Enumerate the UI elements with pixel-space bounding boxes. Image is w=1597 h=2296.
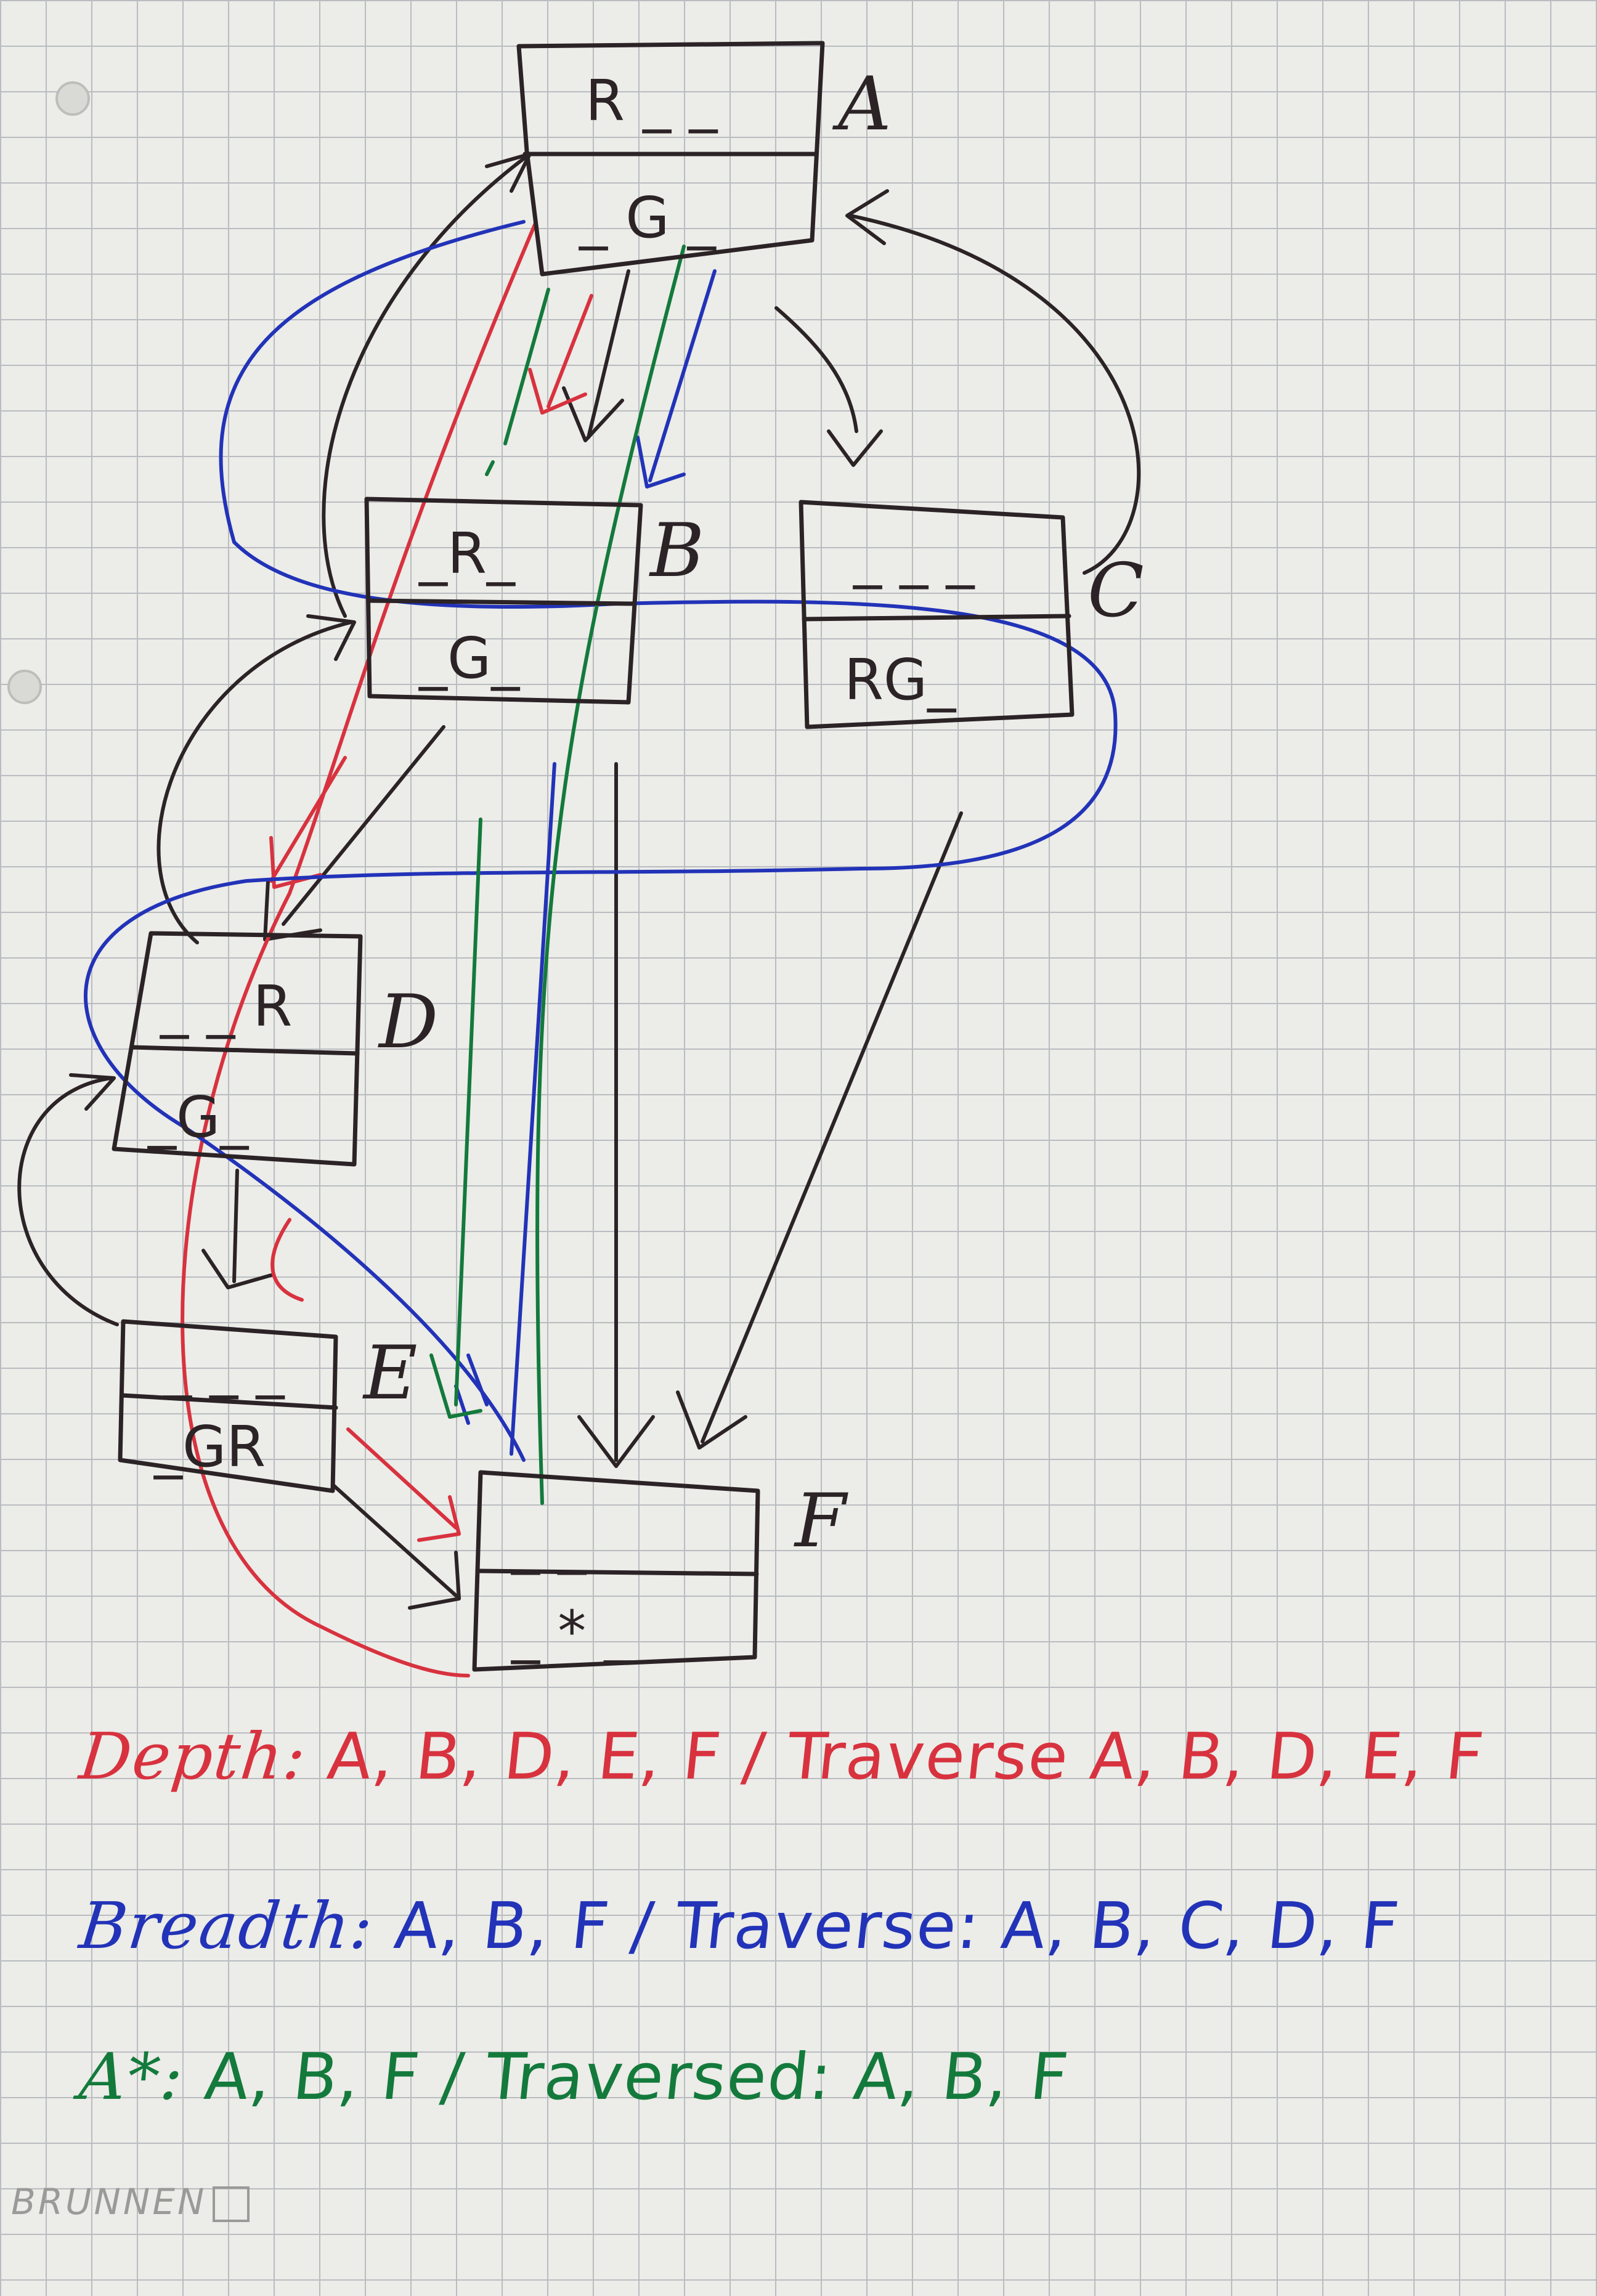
legend-depth-traverse: A, B, D, E, F	[1086, 1719, 1489, 1794]
node-a-top-cells: R _ _	[585, 68, 718, 134]
node-f: _ _ _ * _ F	[472, 1470, 848, 1672]
edge-c-to-f	[701, 811, 963, 1443]
arrowhead-c-to-a	[845, 189, 889, 245]
legend-breadth-label: Breadth:	[76, 1888, 378, 1963]
node-c-bottom-cells: RG_	[844, 647, 956, 713]
node-b-top-cells: _R_	[418, 521, 516, 586]
node-e: _ _ _ _GR E	[118, 1319, 418, 1493]
node-c: _ _ _ RG_ C	[798, 500, 1144, 729]
breadth-search-path	[84, 220, 1118, 1462]
astar-arrow-b-f	[429, 817, 482, 1419]
edge-b-to-a	[322, 152, 532, 618]
legend-astar-result: A, B, F	[201, 2039, 425, 2114]
node-c-label: C	[1087, 548, 1144, 634]
node-a-bottom-cells: _ G _	[579, 185, 717, 251]
legend-breadth: Breadth: A, B, F / Traverse: A, B, C, D,…	[76, 1888, 1404, 1963]
paper-brand-text: BRUNNEN	[11, 2181, 207, 2223]
edge-c-to-a	[848, 214, 1141, 575]
breadth-path-line	[84, 220, 1118, 1462]
node-b: _R_ _G_ B	[364, 497, 704, 705]
legend-breadth-result: A, B, F	[391, 1888, 614, 1963]
binder-hole	[55, 81, 90, 116]
arrowhead-e-to-d	[69, 1073, 116, 1111]
edge-e-to-d	[17, 1076, 119, 1326]
node-b-bottom-cells: _G_	[418, 625, 520, 691]
arrowhead-e-to-f	[408, 1551, 461, 1610]
node-d-top-cells: _ _ R	[160, 973, 292, 1039]
depth-path-line	[181, 220, 538, 1677]
arrowhead-c-to-f	[676, 1390, 747, 1450]
astar-path-line	[535, 245, 686, 1505]
arrowhead-d-to-b	[306, 614, 356, 661]
node-d-label: D	[378, 980, 438, 1065]
node-b-label: B	[649, 508, 704, 594]
edge-e-to-f	[331, 1483, 458, 1597]
breadth-arrow-a-b	[636, 269, 717, 489]
legend-astar-label: A*:	[76, 2039, 188, 2114]
binder-hole	[7, 670, 42, 704]
astar-arrow-a-b	[485, 288, 550, 476]
arrowhead-d-to-e	[201, 1249, 273, 1289]
depth-arrow-e-f	[346, 1427, 461, 1542]
astar-search-path	[429, 245, 686, 1505]
node-f-label: F	[794, 1479, 848, 1564]
node-e-bottom-cells: _GR	[153, 1414, 266, 1480]
node-d-bottom-cells: _G_	[147, 1084, 249, 1150]
legend-depth-result: A, B, D, E, F	[323, 1719, 726, 1794]
node-a-label: A	[832, 62, 892, 147]
edge-d-to-e	[232, 1169, 239, 1283]
arrowhead-a-to-c	[827, 429, 883, 467]
edge-a-to-b	[587, 269, 630, 439]
node-f-bottom-cells: _ * _	[511, 1599, 633, 1665]
legend-depth-label: Depth:	[76, 1719, 311, 1794]
legend-depth-traverse-label: / Traverse	[739, 1719, 1073, 1794]
depth-arrow-d-e	[270, 1218, 304, 1302]
legend-astar-traverse-label: / Traversed:	[437, 2039, 837, 2114]
node-e-top-cells: _ _ _	[163, 1334, 285, 1400]
node-d: _ _ R _G_ D	[112, 931, 438, 1167]
paper-brand-logo: BRUNNEN	[11, 2181, 250, 2223]
legend-depth: Depth: A, B, D, E, F / Traverse A, B, D,…	[76, 1719, 1489, 1794]
edge-b-to-d	[282, 725, 445, 926]
brand-mark-icon	[213, 2186, 250, 2222]
arrowhead-b-to-d	[263, 879, 322, 941]
legend-breadth-traverse-label: / Traverse:	[627, 1888, 985, 1963]
arrowhead-a-to-b	[562, 386, 624, 442]
arrowhead-b-to-f	[577, 1415, 655, 1468]
edge-d-to-b	[156, 620, 353, 944]
black-edges	[17, 152, 1141, 1610]
depth-arrow-a-b	[528, 294, 593, 415]
legend-astar: A*: A, B, F / Traversed: A, B, F	[76, 2039, 1073, 2114]
edge-a-to-c	[774, 306, 858, 433]
node-c-top-cells: _ _ _	[853, 524, 975, 590]
legend-astar-traverse: A, B, F	[850, 2039, 1073, 2114]
depth-search-path	[181, 220, 593, 1677]
node-f-top-cells: _ _	[511, 1509, 587, 1575]
legend-breadth-traverse: A, B, C, D, F	[998, 1888, 1404, 1963]
node-a: R _ _ _ G _ A	[516, 41, 892, 277]
depth-arrow-b-d	[269, 756, 347, 889]
node-e-label: E	[362, 1331, 418, 1416]
